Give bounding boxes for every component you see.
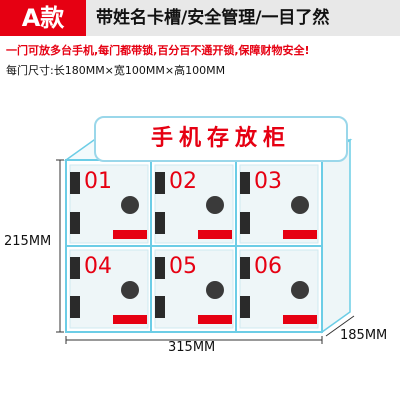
- hinge-icon: [155, 172, 165, 194]
- depth-dimension-label: 185MM: [340, 328, 388, 343]
- door-number: 06: [254, 254, 282, 279]
- lock-icon[interactable]: [206, 196, 224, 214]
- hinge-icon: [240, 212, 250, 234]
- hinge-icon: [240, 172, 250, 194]
- width-dimension-label: 315MM: [168, 340, 216, 355]
- sign-title: 手机存放柜: [150, 126, 291, 151]
- cabinet-sign: 手机存放柜: [94, 116, 348, 162]
- hinge-icon: [155, 257, 165, 279]
- locker-door-04[interactable]: [69, 249, 149, 329]
- hinge-icon: [70, 257, 80, 279]
- locker-door-03[interactable]: [239, 164, 319, 244]
- name-card-slot: [198, 315, 232, 324]
- name-card-slot: [283, 315, 317, 324]
- hinge-icon: [155, 296, 165, 318]
- name-card-slot: [113, 315, 147, 324]
- locker-door-06[interactable]: [239, 249, 319, 329]
- hinge-icon: [70, 212, 80, 234]
- locker-door-01[interactable]: [69, 164, 149, 244]
- model-badge: A款: [0, 0, 86, 36]
- door-size-line: 每门尺寸:长180MM×宽100MM×高100MM: [6, 64, 226, 77]
- top-banner: A款 带姓名卡槽/安全管理/一目了然: [0, 0, 400, 36]
- lock-icon[interactable]: [121, 281, 139, 299]
- locker-door-02[interactable]: [154, 164, 234, 244]
- lock-icon[interactable]: [291, 281, 309, 299]
- door-number: 02: [169, 169, 197, 194]
- hinge-icon: [240, 296, 250, 318]
- hinge-icon: [155, 212, 165, 234]
- door-number: 01: [84, 169, 112, 194]
- door-number: 05: [169, 254, 197, 279]
- lock-icon[interactable]: [291, 196, 309, 214]
- lock-icon[interactable]: [206, 281, 224, 299]
- door-number: 03: [254, 169, 282, 194]
- security-promise: 一门可放多台手机,每门都带锁,百分百不通开锁,保障财物安全!: [6, 44, 310, 57]
- hinge-icon: [70, 296, 80, 318]
- name-card-slot: [113, 230, 147, 239]
- name-card-slot: [198, 230, 232, 239]
- locker-door-05[interactable]: [154, 249, 234, 329]
- headline: 带姓名卡槽/安全管理/一目了然: [96, 8, 330, 28]
- lock-icon[interactable]: [121, 196, 139, 214]
- hinge-icon: [240, 257, 250, 279]
- name-card-slot: [283, 230, 317, 239]
- height-dimension-label: 215MM: [4, 234, 52, 249]
- hinge-icon: [70, 172, 80, 194]
- door-number: 04: [84, 254, 112, 279]
- cabinet-side-face: [321, 138, 351, 334]
- depth-dimension-line: [325, 315, 355, 337]
